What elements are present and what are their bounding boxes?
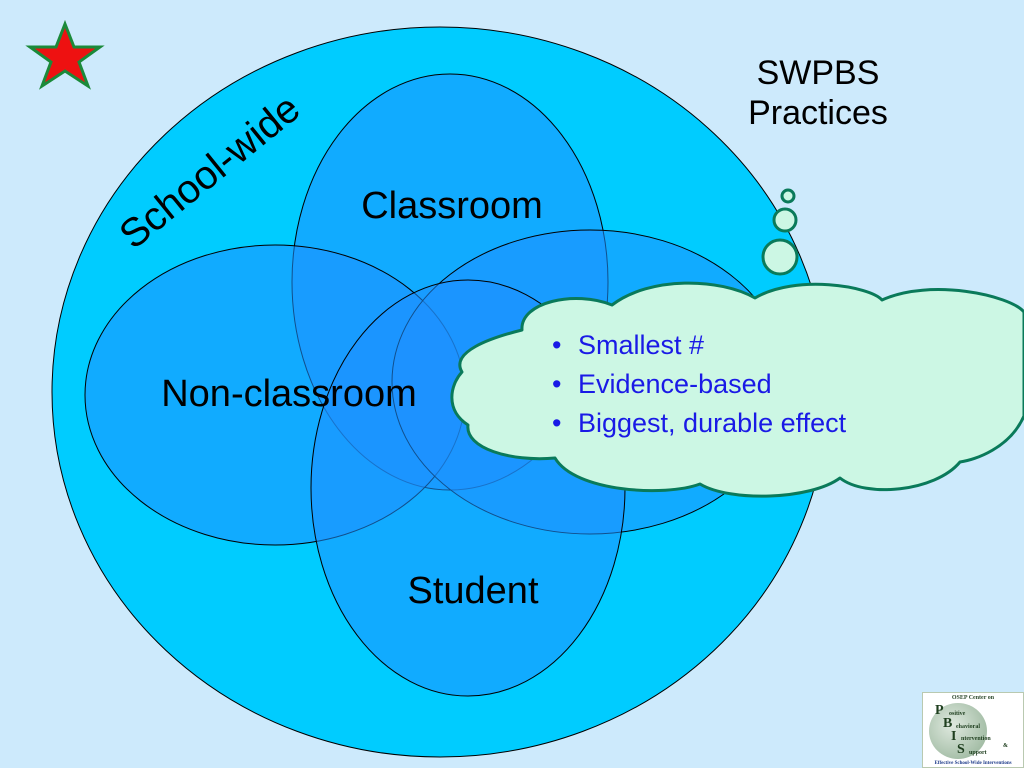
logo-letter-p: P (935, 703, 944, 718)
logo-letter-b: B (943, 716, 953, 731)
logo-header: OSEP Center on (951, 695, 995, 701)
classroom-label: Classroom (361, 185, 543, 227)
thought-bubbles (761, 188, 799, 276)
student-label: Student (408, 570, 539, 612)
swpbs-practices-title-line: SWPBS (757, 54, 880, 92)
logo-word-support: upport (969, 750, 987, 756)
thought-bubble-small (780, 188, 796, 204)
callout-bullet: Smallest # (548, 326, 846, 365)
swpbs-practices-title-line: Practices (748, 94, 888, 132)
logo-emblem (929, 703, 987, 759)
pbis-logo: OSEP Center on P ositive B ehavioral I n… (922, 692, 1024, 768)
logo-letter-s: S (957, 742, 965, 757)
logo-ampersand: & (1003, 743, 1008, 749)
callout-bullet-list: Smallest # Evidence-based Biggest, durab… (548, 326, 846, 443)
star-icon (25, 19, 105, 90)
logo-word-positive: ositive (949, 711, 966, 717)
thought-bubble-medium (772, 207, 798, 233)
callout-bullet: Biggest, durable effect (548, 404, 846, 443)
logo-word-intervention: ntervention (961, 736, 991, 742)
logo-footer: Effective School-Wide Interventions (934, 761, 1012, 766)
logo-letter-i: I (951, 729, 957, 744)
non-classroom-label: Non-classroom (161, 373, 417, 415)
callout-bullet: Evidence-based (548, 365, 846, 404)
thought-bubble-large (761, 238, 799, 276)
logo-word-behavioral: ehavioral (956, 724, 980, 730)
